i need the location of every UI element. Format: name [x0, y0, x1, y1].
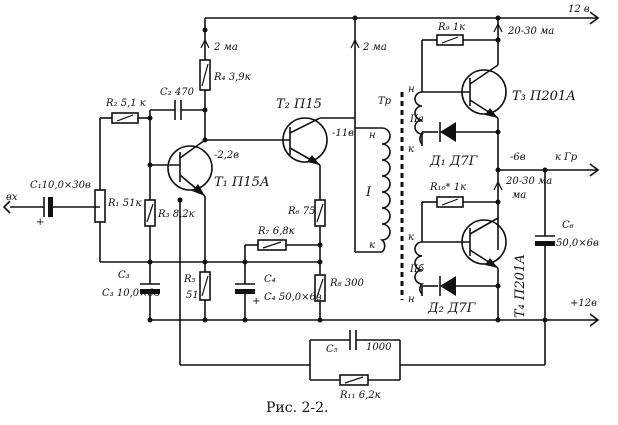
iia-label: IIа	[409, 114, 424, 125]
r10-label: R₁₀* 1к	[429, 182, 466, 193]
capacitor-c6	[535, 170, 555, 320]
bottom-rail-arrow	[589, 313, 600, 327]
c5-label: 1000	[366, 342, 392, 353]
r5-label: 51	[186, 290, 199, 301]
c3-label-name: C₃	[118, 270, 130, 281]
c3-label: C₃ 10,0×6в	[102, 288, 160, 299]
cur4-unit: ма	[512, 190, 526, 201]
cur2-label: 2 ма	[362, 42, 387, 53]
t2-label: T₂ П15	[276, 97, 322, 112]
top-rail-label: 12 в	[568, 4, 590, 15]
c5-label-name: C₅	[326, 344, 338, 355]
r3-label: R₃ 8,2к	[157, 209, 195, 220]
cur4-label: 20-30 ма	[505, 176, 552, 187]
bottom-rail-label: +12в	[570, 298, 597, 309]
transistor-t3	[461, 64, 507, 119]
c6-label: 50,0×6в	[556, 238, 599, 249]
cur3-label: 20-30 ма	[507, 26, 554, 37]
input-label: вх	[6, 192, 18, 203]
c4-label-name: C₄	[264, 274, 276, 285]
capacitor-c2	[174, 100, 182, 120]
r6-label: R₆ 75	[287, 206, 315, 217]
t2-voltage-label: -11в	[332, 128, 354, 139]
c2-label: C₂ 470	[160, 87, 195, 98]
c4-plus: +	[252, 296, 260, 307]
c6-label-name: C₆	[562, 220, 574, 231]
d1-label: Д₁ Д7Г	[429, 154, 478, 169]
r4-label: R₄ 3,9к	[213, 72, 251, 83]
transistor-t2	[282, 117, 328, 166]
t3-label: T₃ П201А	[512, 89, 576, 104]
r9-label: R₉ 1к	[437, 22, 465, 33]
iib-end-label: н	[408, 294, 415, 305]
iia-start-label: н	[408, 84, 415, 95]
iia-end-label: к	[408, 144, 414, 155]
capacitor-c3	[140, 262, 160, 320]
w1-end-label: к	[369, 240, 375, 251]
transistor-t1	[150, 139, 213, 197]
capacitor-c5	[349, 330, 357, 350]
t4-label: T₄ П201А	[513, 254, 528, 318]
resistor-r1	[94, 118, 106, 262]
figure-caption: Рис. 2-2.	[266, 400, 329, 416]
t1-voltage-label: -2,2в	[214, 150, 239, 161]
top-rail-arrow	[589, 11, 600, 25]
diode-d2	[439, 276, 456, 296]
transistor-t4	[461, 217, 507, 269]
r2-label: R₂ 5,1 к	[105, 98, 146, 109]
iib-start-label: к	[408, 232, 414, 243]
transformer-label: Тр	[378, 96, 392, 107]
r5-label-name: R₅	[183, 274, 196, 285]
r11-label: R₁₁ 6,2к	[339, 390, 381, 401]
d2-label: Д₂ Д7Г	[427, 301, 476, 316]
diode-d1	[439, 122, 456, 142]
c1-label: C₁10,0×30в	[30, 180, 91, 191]
r1-label: R₁ 51к	[107, 198, 141, 209]
r8-label: R₈ 300	[329, 278, 364, 289]
transformer-winding-iib	[414, 241, 424, 295]
output-arrow	[589, 163, 600, 177]
c4-label: C₄ 50,0×6в	[264, 292, 322, 303]
capacitor-c4	[235, 245, 255, 320]
iib-label: IIб	[409, 264, 425, 275]
c1-plus: +	[36, 217, 44, 228]
w1-start-label: н	[369, 130, 376, 141]
r7-label: R₇ 6,8к	[257, 226, 295, 237]
w1-label: I	[365, 185, 372, 200]
t1-label: T₁ П15А	[214, 175, 270, 190]
mid-voltage-label: -6в	[510, 152, 526, 163]
cur1-label: 2 ма	[213, 42, 238, 53]
input-arrow	[2, 200, 11, 214]
output-label: к Гр	[555, 152, 578, 163]
transformer-primary-winding	[379, 127, 391, 253]
capacitor-c1	[43, 197, 100, 217]
